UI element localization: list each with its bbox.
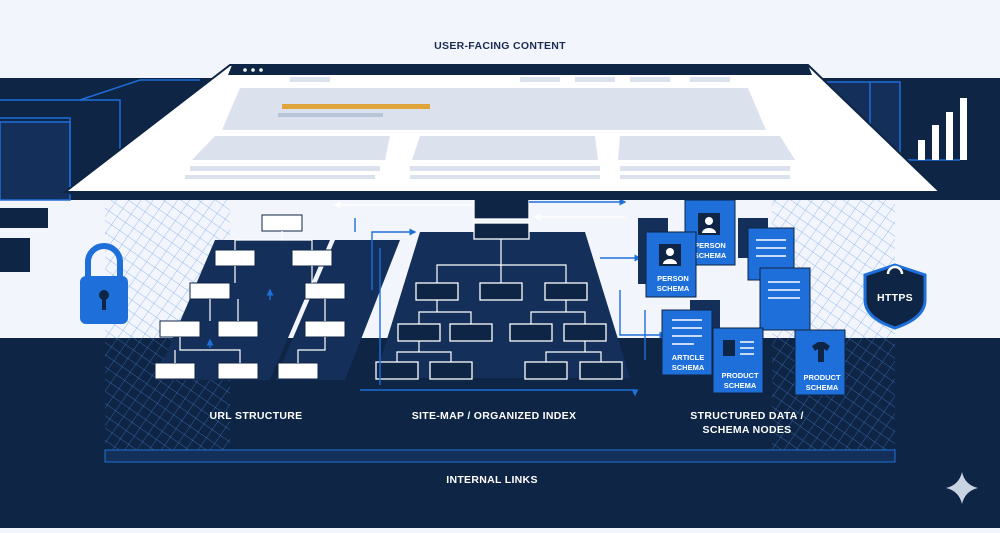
https-label: HTTPS bbox=[877, 292, 913, 304]
sitemap-tree bbox=[375, 194, 630, 380]
svg-text:PERSON: PERSON bbox=[694, 241, 726, 250]
article-icon bbox=[672, 319, 702, 345]
shield-icon bbox=[863, 263, 927, 330]
svg-text:SCHEMA: SCHEMA bbox=[657, 284, 690, 293]
left-circuit-decor bbox=[0, 79, 200, 272]
schema-card: PERSON SCHEMA bbox=[645, 231, 697, 298]
svg-text:SCHEMA: SCHEMA bbox=[806, 383, 839, 392]
schema-card: PERSON SCHEMA bbox=[684, 199, 736, 266]
schema-card: PRODUCT SCHEMA bbox=[794, 329, 846, 396]
person-icon bbox=[659, 244, 681, 266]
lock-icon bbox=[80, 243, 128, 324]
sitemap-label: SITE-MAP / ORGANIZED INDEX bbox=[412, 410, 577, 422]
svg-text:SCHEMA: SCHEMA bbox=[672, 363, 705, 372]
svg-text:SCHEMA: SCHEMA bbox=[694, 251, 727, 260]
shirt-icon bbox=[812, 342, 830, 362]
structured-data-label-line1: STRUCTURED DATA / bbox=[690, 410, 803, 422]
url-structure-label: URL STRUCTURE bbox=[210, 410, 303, 422]
internal-links-label: INTERNAL LINKS bbox=[446, 474, 538, 486]
svg-text:PRODUCT: PRODUCT bbox=[803, 373, 841, 382]
product-icon bbox=[723, 340, 754, 356]
user-facing-content-label: USER-FACING CONTENT bbox=[434, 40, 566, 52]
document-icon bbox=[747, 227, 811, 331]
svg-text:ARTICLE: ARTICLE bbox=[672, 353, 705, 362]
internal-link-arrows bbox=[206, 198, 667, 397]
svg-text:PERSON: PERSON bbox=[657, 274, 689, 283]
structured-data-label-line2: SCHEMA NODES bbox=[703, 424, 792, 436]
sparkle-icon bbox=[946, 472, 978, 504]
bar-chart-icon bbox=[918, 98, 967, 160]
svg-text:PRODUCT: PRODUCT bbox=[721, 371, 759, 380]
webpage-slab bbox=[62, 64, 943, 200]
schema-card: PRODUCT SCHEMA bbox=[712, 327, 764, 394]
svg-text:SCHEMA: SCHEMA bbox=[724, 381, 757, 390]
url-structure-tree bbox=[154, 214, 400, 380]
schema-card: ARTICLE SCHEMA bbox=[661, 309, 713, 376]
person-icon bbox=[698, 213, 720, 235]
base-platform bbox=[104, 449, 896, 463]
